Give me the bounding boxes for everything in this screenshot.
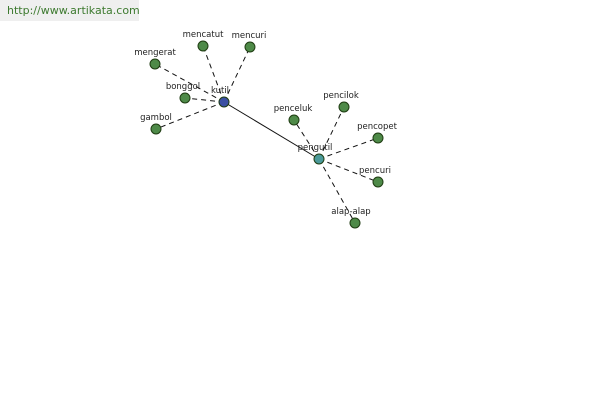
node-label-mencuri: mencuri: [232, 31, 267, 41]
node-dot-gambol[interactable]: [150, 123, 162, 135]
watermark-url: http://www.artikata.com: [0, 0, 140, 21]
node-label-penceluk: penceluk: [274, 104, 313, 114]
node-label-pencopet: pencopet: [357, 122, 398, 132]
edge-kutil-pengutil: [223, 101, 320, 160]
node-label-bonggol: bonggol: [166, 82, 200, 92]
node-pencilok[interactable]: pencilok: [323, 91, 359, 113]
edge-kutil-mencuri: [223, 46, 251, 103]
node-label-kutil: kutil: [211, 86, 229, 96]
node-dot-pencopet[interactable]: [372, 132, 384, 144]
nodes-layer: kutil pengutil mengerat mencatut mencuri bong…: [134, 30, 398, 229]
edge-kutil-mengerat: [154, 63, 225, 103]
node-mengerat[interactable]: mengerat: [134, 48, 176, 70]
node-mencatut[interactable]: mencatut: [183, 30, 224, 52]
edge-pengutil-pencuri: [318, 158, 379, 183]
node-penceluk[interactable]: penceluk: [274, 104, 313, 126]
node-dot-mencuri[interactable]: [244, 41, 256, 53]
node-dot-alap-alap[interactable]: [349, 217, 361, 229]
node-dot-pencilok[interactable]: [338, 101, 350, 113]
node-dot-penceluk[interactable]: [288, 114, 300, 126]
edge-pengutil-penceluk: [293, 119, 320, 160]
node-dot-pencuri[interactable]: [372, 176, 384, 188]
node-gambol[interactable]: gambol: [140, 113, 172, 135]
node-pencuri[interactable]: pencuri: [359, 166, 391, 188]
edge-kutil-mencatut: [202, 45, 225, 103]
edges-layer: [154, 45, 379, 224]
edge-kutil-gambol: [155, 101, 225, 130]
node-dot-pengutil[interactable]: [313, 153, 325, 165]
node-label-gambol: gambol: [140, 113, 172, 123]
node-pengutil[interactable]: pengutil: [298, 143, 333, 165]
node-dot-mencatut[interactable]: [197, 40, 209, 52]
node-bonggol[interactable]: bonggol: [166, 82, 200, 104]
node-label-mencatut: mencatut: [183, 30, 224, 40]
node-label-alap-alap: alap-alap: [331, 207, 370, 217]
node-label-pencuri: pencuri: [359, 166, 391, 176]
node-pencopet[interactable]: pencopet: [357, 122, 398, 144]
node-label-pencilok: pencilok: [323, 91, 359, 101]
node-dot-mengerat[interactable]: [149, 58, 161, 70]
edge-pengutil-alap-alap: [318, 158, 356, 224]
node-label-pengutil: pengutil: [298, 143, 333, 153]
node-kutil[interactable]: kutil: [211, 86, 230, 108]
node-dot-bonggol[interactable]: [179, 92, 191, 104]
node-dot-kutil[interactable]: [218, 96, 230, 108]
edge-kutil-bonggol: [184, 97, 225, 103]
node-alap-alap[interactable]: alap-alap: [331, 207, 371, 229]
node-label-mengerat: mengerat: [134, 48, 176, 58]
edge-pengutil-pencopet: [318, 137, 379, 160]
edge-pengutil-pencilok: [318, 106, 345, 160]
node-mencuri[interactable]: mencuri: [232, 31, 267, 53]
